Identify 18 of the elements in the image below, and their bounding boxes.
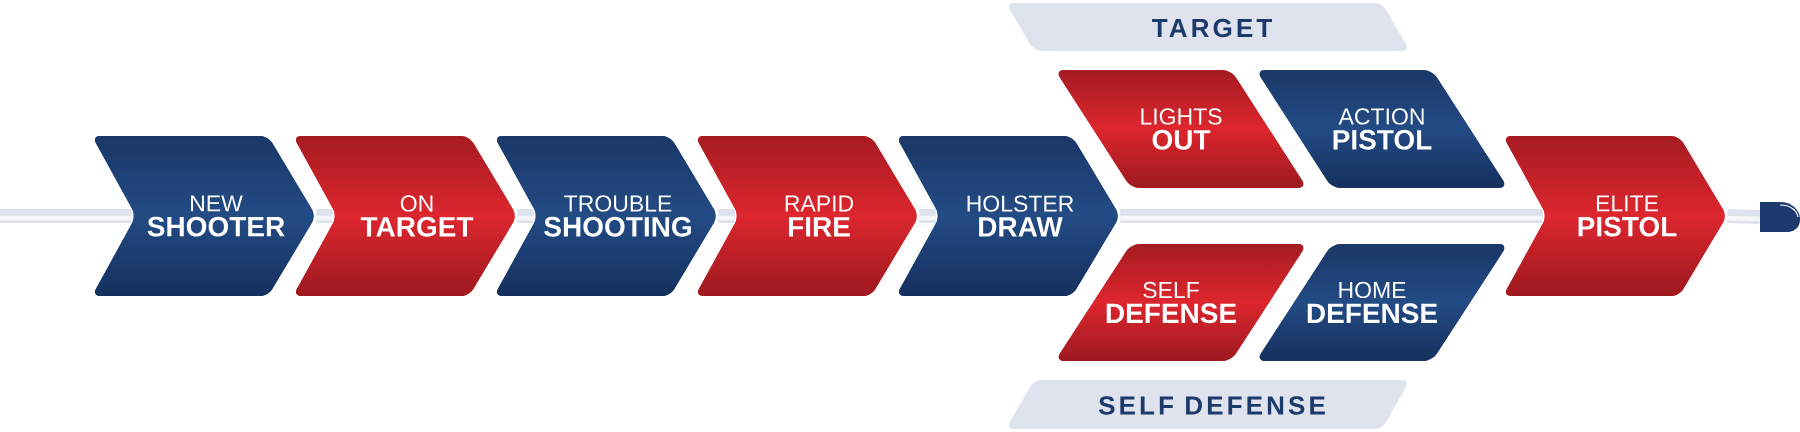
connector-line — [517, 209, 534, 223]
banner: TARGET — [1009, 3, 1407, 51]
parallelogram-box: ACTION PISTOL — [1259, 70, 1505, 188]
banner: SELF DEFENSE — [1009, 380, 1407, 429]
connector-line — [1726, 209, 1761, 224]
connector-line — [718, 209, 735, 223]
chevron-box: RAPID FIRE — [698, 136, 917, 296]
connector-line — [0, 209, 132, 223]
connector-line — [1120, 209, 1543, 223]
chevron-box: HOLSTER DRAW — [899, 136, 1118, 296]
parallelogram-box: HOME DEFENSE — [1259, 244, 1505, 361]
bullet-icon — [1760, 202, 1800, 232]
chevron-box: NEW SHOOTER — [95, 136, 314, 296]
chevron-box: TROUBLE SHOOTING — [497, 136, 716, 296]
connector-line — [316, 209, 333, 223]
chevron-box: ON TARGET — [296, 136, 515, 296]
connector-line — [919, 209, 936, 223]
chevron-box: ELITE PISTOL — [1506, 136, 1725, 296]
